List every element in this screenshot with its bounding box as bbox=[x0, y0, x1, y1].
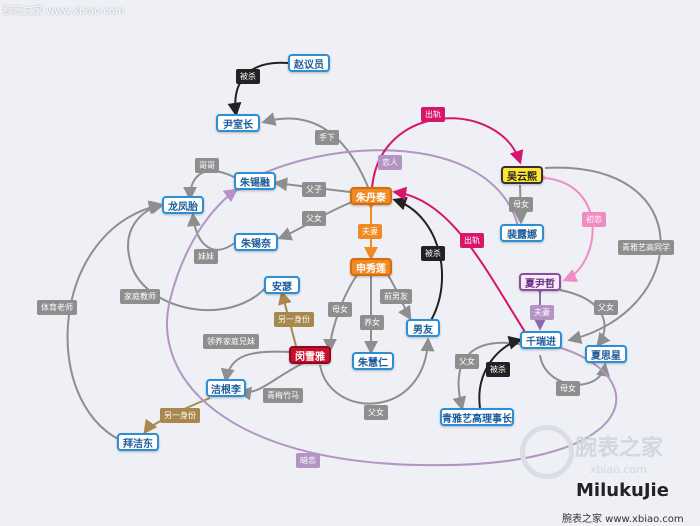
label-lingyi-top: 另一身份 bbox=[274, 312, 314, 327]
node-anse[interactable]: 安瑟 bbox=[264, 276, 300, 294]
node-shenxiu[interactable]: 申秀莲 bbox=[350, 258, 392, 276]
edge-chugui-top bbox=[364, 117, 524, 200]
label-fuqi-mid: 夫妻 bbox=[358, 224, 382, 239]
node-qianrui[interactable]: 千瑞进 bbox=[520, 331, 562, 349]
watermark-bottom: 腕表之家 www.xbiao.com bbox=[562, 514, 684, 525]
node-nanyou[interactable]: 男友 bbox=[406, 319, 440, 337]
label-munv-wu: 母女 bbox=[509, 197, 533, 212]
edge-chulian bbox=[533, 169, 594, 282]
node-qingya[interactable]: 青雅艺高理事长 bbox=[440, 408, 514, 426]
label-meimei: 妹妹 bbox=[194, 249, 218, 264]
watermark-top: 腕表之家 www.xbiao.com bbox=[3, 6, 125, 17]
label-beisha-nan: 被杀 bbox=[421, 246, 445, 261]
label-jiating: 家庭教师 bbox=[120, 289, 160, 304]
label-funu-right: 父女 bbox=[594, 300, 618, 315]
node-yin[interactable]: 尹室长 bbox=[216, 114, 260, 132]
label-qingmei: 青梅竹马 bbox=[263, 388, 303, 403]
node-huagen[interactable]: 洁根李 bbox=[206, 379, 246, 397]
edge-gege bbox=[183, 170, 237, 201]
label-funu-bottom: 父女 bbox=[364, 405, 388, 420]
node-zhuhui[interactable]: 朱慧仁 bbox=[352, 352, 394, 370]
label-anlian: 暗恋 bbox=[296, 453, 320, 468]
node-zhuxixi[interactable]: 朱锡奈 bbox=[234, 233, 278, 251]
node-minxueya[interactable]: 闵雪雅 bbox=[289, 346, 331, 364]
label-lianren-top: 恋人 bbox=[378, 155, 402, 170]
watermark-url: xbiao.com bbox=[590, 463, 647, 476]
label-funu-left: 父女 bbox=[455, 354, 479, 369]
edge-tongxue bbox=[544, 166, 662, 345]
edge-anlian bbox=[166, 188, 618, 467]
node-wuyunxi[interactable]: 吴云熙 bbox=[501, 166, 543, 184]
edge-chugui-mid bbox=[392, 186, 526, 333]
label-lingyang: 领养家庭兄妹 bbox=[203, 334, 259, 349]
label-munv-right: 母女 bbox=[556, 381, 580, 396]
label-chugui-top: 出轨 bbox=[421, 107, 445, 122]
edge-tiyu bbox=[66, 200, 163, 441]
label-lingyi-bottom: 另一身份 bbox=[160, 408, 200, 423]
node-zhao[interactable]: 赵议员 bbox=[288, 54, 330, 72]
label-beisha-bottom: 被杀 bbox=[486, 362, 510, 377]
label-fuqi-right: 夫妻 bbox=[530, 305, 554, 320]
label-chulian: 初恋 bbox=[582, 212, 606, 227]
signature: MilukuJie bbox=[576, 480, 669, 501]
label-funu-zx: 父女 bbox=[302, 211, 326, 226]
label-bisha: 被杀 bbox=[236, 69, 260, 84]
edge-zhudan-yin bbox=[261, 112, 369, 188]
edge-beisha-bottom bbox=[478, 335, 523, 409]
watermark-big: 腕表之家 bbox=[575, 436, 664, 461]
edge-funu-bottom bbox=[319, 337, 435, 405]
node-zhudan[interactable]: 朱丹泰 bbox=[350, 187, 392, 205]
node-zhuxilong[interactable]: 朱锡融 bbox=[234, 172, 276, 190]
node-xiasi[interactable]: 夏思星 bbox=[585, 345, 627, 363]
label-yangnv: 养女 bbox=[360, 315, 384, 330]
label-tiyu: 体育老师 bbox=[37, 300, 77, 315]
watermark-logo bbox=[520, 425, 574, 479]
node-longfeng[interactable]: 龙凤胎 bbox=[162, 196, 204, 214]
label-fuzi: 父子 bbox=[302, 182, 326, 197]
edge-lingyang bbox=[220, 350, 291, 383]
label-tongxue: 青雅艺高同学 bbox=[618, 240, 674, 255]
edge-funu-right bbox=[559, 289, 611, 348]
label-chugui-mid: 出轨 bbox=[460, 233, 484, 248]
node-zhidong[interactable]: 拜洁东 bbox=[117, 433, 159, 451]
label-gege: 哥哥 bbox=[195, 158, 219, 173]
edge-jiating bbox=[127, 200, 269, 312]
node-xiayin[interactable]: 夏尹哲 bbox=[519, 273, 561, 291]
label-munv-shen: 母女 bbox=[328, 302, 352, 317]
edge-meimei bbox=[186, 212, 237, 251]
node-peilu[interactable]: 裴露娜 bbox=[500, 224, 544, 242]
label-shouxia: 手下 bbox=[315, 130, 339, 145]
label-qiannanyou: 前男友 bbox=[380, 289, 412, 304]
